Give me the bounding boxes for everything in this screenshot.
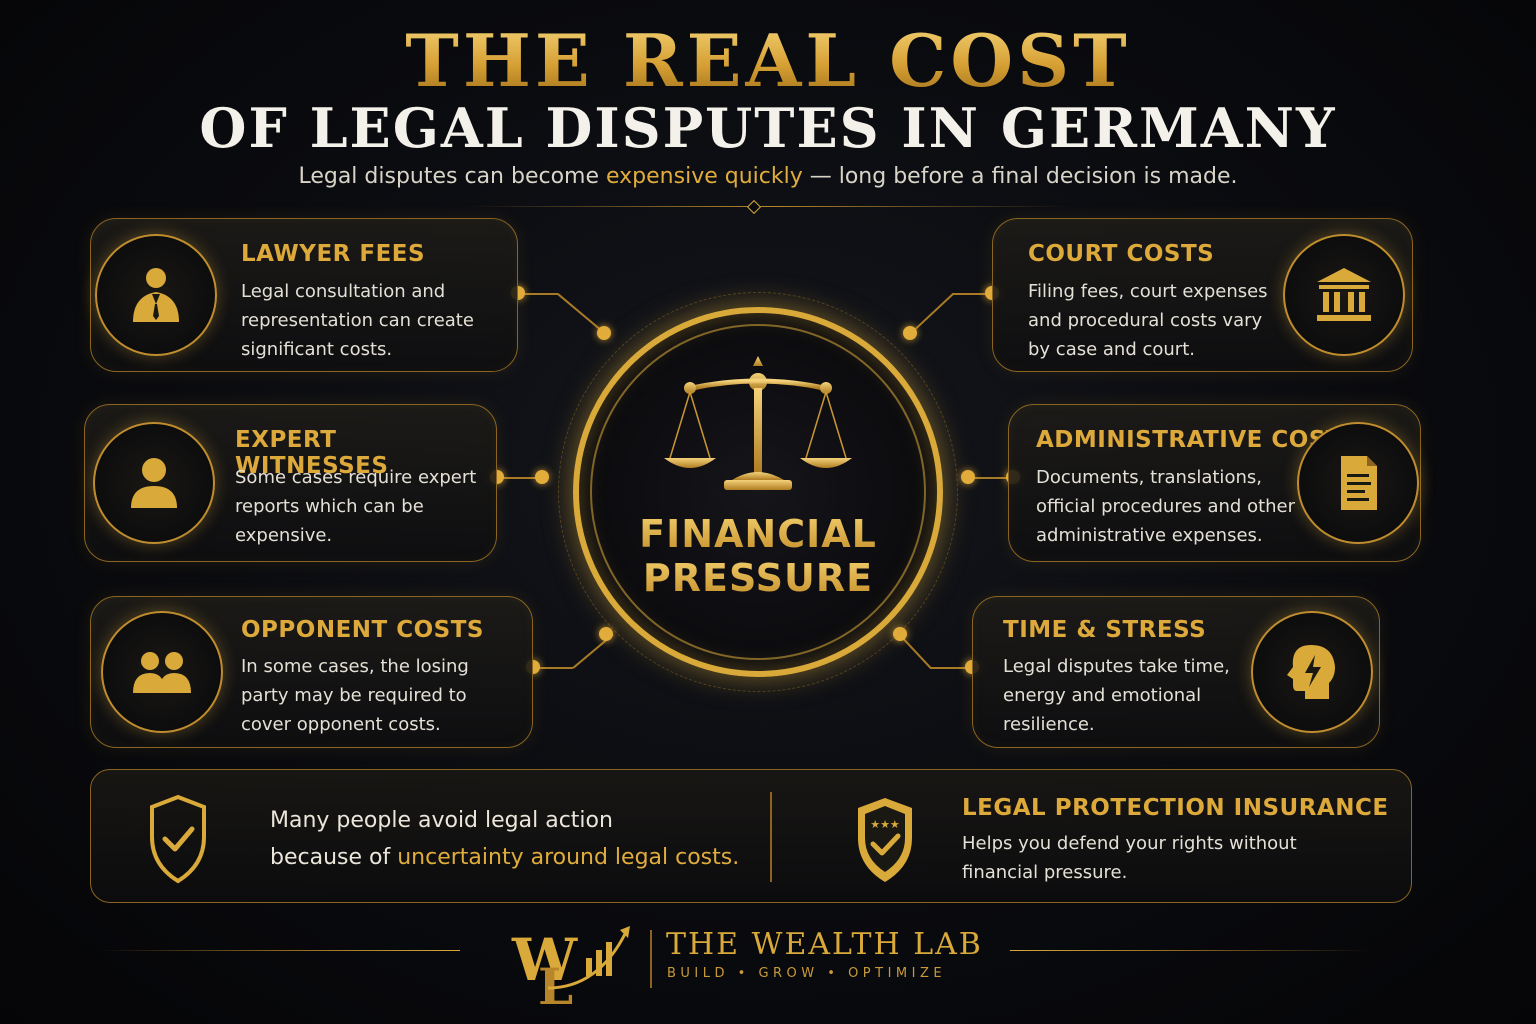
bottom-message-highlight: uncertainty around legal costs. bbox=[397, 845, 740, 870]
icon-ring bbox=[101, 611, 223, 733]
connector-dot bbox=[903, 326, 917, 340]
card-text-line: significant costs. bbox=[241, 339, 393, 360]
card-text-line: expensive. bbox=[235, 525, 333, 546]
insurance-text-line: financial pressure. bbox=[962, 862, 1128, 883]
bottom-message-line1: Many people avoid legal action bbox=[270, 808, 613, 833]
card-text-line: Documents, translations, bbox=[1036, 467, 1262, 488]
card-description: Legal consultation and representation ca… bbox=[241, 277, 474, 364]
card-text-line: Legal consultation and bbox=[241, 281, 446, 302]
card-text-line: Some cases require expert bbox=[235, 467, 477, 488]
bottom-divider bbox=[770, 792, 772, 882]
icon-ring bbox=[1297, 422, 1419, 544]
bottom-message-line2: because of uncertainty around legal cost… bbox=[270, 839, 739, 876]
card-text-line: party may be required to bbox=[241, 685, 467, 706]
shield-check-icon bbox=[150, 794, 206, 884]
bottom-message: Many people avoid legal action because o… bbox=[270, 802, 739, 876]
group-icon bbox=[133, 652, 191, 693]
page-title: THE REAL COST bbox=[0, 18, 1536, 103]
title-divider bbox=[468, 206, 1068, 207]
card-text-line: Legal disputes take time, bbox=[1003, 656, 1230, 677]
bottom-message-text: because of bbox=[270, 845, 398, 870]
card-text-line: In some cases, the losing bbox=[241, 656, 469, 677]
card-title: OPPONENT COSTS bbox=[241, 617, 484, 643]
icon-ring bbox=[1283, 234, 1405, 356]
brand-separator bbox=[650, 930, 652, 988]
connector-line bbox=[518, 293, 558, 295]
insurance-text-line: Helps you defend your rights without bbox=[962, 833, 1297, 854]
card-text-line: cover opponent costs. bbox=[241, 714, 441, 735]
subtitle-highlight: expensive quickly bbox=[606, 164, 803, 189]
card-text-line: reports which can be bbox=[235, 496, 424, 517]
card-text-line: resilience. bbox=[1003, 714, 1095, 735]
head-lightning-icon bbox=[1287, 645, 1335, 699]
svg-text:W: W bbox=[511, 926, 578, 994]
brand-tagline: BUILD • GROW • OPTIMIZE bbox=[667, 966, 947, 981]
card-title: EXPERT WITNESSES bbox=[235, 427, 389, 479]
page-title-line2: OF LEGAL DISPUTES IN GERMANY bbox=[199, 96, 1337, 160]
card-description: Legal disputes take time, energy and emo… bbox=[1003, 652, 1230, 739]
card-title: ADMINISTRATIVE COSTS bbox=[1036, 427, 1360, 453]
connector-line bbox=[533, 667, 573, 669]
card-text-line: energy and emotional bbox=[1003, 685, 1202, 706]
insurance-title: LEGAL PROTECTION INSURANCE bbox=[962, 795, 1389, 821]
card-text-line: and procedural costs vary bbox=[1028, 310, 1263, 331]
connector-line bbox=[968, 477, 1013, 479]
footer-line-left bbox=[100, 950, 460, 951]
svg-text:★★★: ★★★ bbox=[870, 818, 900, 831]
center-inner-ring bbox=[590, 324, 926, 660]
connector-line bbox=[557, 293, 605, 333]
lawyer-icon bbox=[133, 268, 179, 322]
insurance-description: Helps you defend your rights without fin… bbox=[962, 829, 1297, 887]
card-text-line: official procedures and other bbox=[1036, 496, 1296, 517]
diamond-ornament-icon bbox=[746, 199, 762, 215]
icon-ring bbox=[95, 234, 217, 356]
connector-dot bbox=[961, 470, 975, 484]
subtitle-text: Legal disputes can become bbox=[298, 164, 607, 189]
card-lawyer-fees: LAWYER FEES Legal consultation and repre… bbox=[90, 218, 518, 372]
document-icon bbox=[1341, 456, 1377, 510]
card-description: In some cases, the losing party may be r… bbox=[241, 652, 469, 739]
connector-line bbox=[909, 293, 953, 335]
shield-stars-check-icon: ★★★ bbox=[858, 798, 912, 882]
scales-of-justice-icon bbox=[664, 356, 852, 490]
bottom-panel bbox=[90, 769, 1412, 903]
connector-dot bbox=[599, 627, 613, 641]
card-description: Documents, translations, official proced… bbox=[1036, 463, 1295, 550]
icon-ring bbox=[93, 422, 215, 544]
footer-line-right bbox=[1010, 950, 1370, 951]
card-opponent-costs: OPPONENT COSTS In some cases, the losing… bbox=[90, 596, 533, 748]
connector-dot bbox=[535, 470, 549, 484]
card-title: COURT COSTS bbox=[1028, 241, 1215, 267]
icon-ring bbox=[1251, 611, 1373, 733]
connector-line bbox=[930, 667, 972, 669]
card-text-line: Filing fees, court expenses bbox=[1028, 281, 1268, 302]
card-text-line: by case and court. bbox=[1028, 339, 1195, 360]
card-title: TIME & STRESS bbox=[1003, 617, 1207, 643]
person-icon bbox=[131, 458, 177, 508]
connector-dot bbox=[597, 326, 611, 340]
card-description: Filing fees, court expenses and procedur… bbox=[1028, 277, 1268, 364]
page-subtitle: Legal disputes can become expensive quic… bbox=[0, 164, 1536, 189]
connector-line bbox=[497, 477, 542, 479]
brand-name: THE WEALTH LAB bbox=[666, 927, 983, 962]
card-description: Some cases require expert reports which … bbox=[235, 463, 476, 550]
courthouse-icon bbox=[1317, 268, 1371, 321]
card-text-line: representation can create bbox=[241, 310, 474, 331]
center-outer-ring bbox=[558, 292, 958, 692]
center-label-line2: PRESSURE bbox=[590, 556, 926, 600]
card-administrative-costs: ADMINISTRATIVE COSTS Documents, translat… bbox=[1008, 404, 1421, 562]
center-label-line1: FINANCIAL bbox=[590, 512, 926, 556]
wl-monogram-logo: W L bbox=[511, 926, 630, 1010]
card-text-line: administrative expenses. bbox=[1036, 525, 1263, 546]
subtitle-text-end: — long before a final decision is made. bbox=[802, 164, 1238, 189]
connector-line bbox=[952, 293, 992, 295]
card-court-costs: COURT COSTS Filing fees, court expenses … bbox=[992, 218, 1413, 372]
card-time-stress: TIME & STRESS Legal disputes take time, … bbox=[972, 596, 1380, 748]
card-expert-witnesses: EXPERT WITNESSES Some cases require expe… bbox=[84, 404, 497, 562]
svg-text:L: L bbox=[538, 957, 573, 1010]
card-title: LAWYER FEES bbox=[241, 241, 426, 267]
